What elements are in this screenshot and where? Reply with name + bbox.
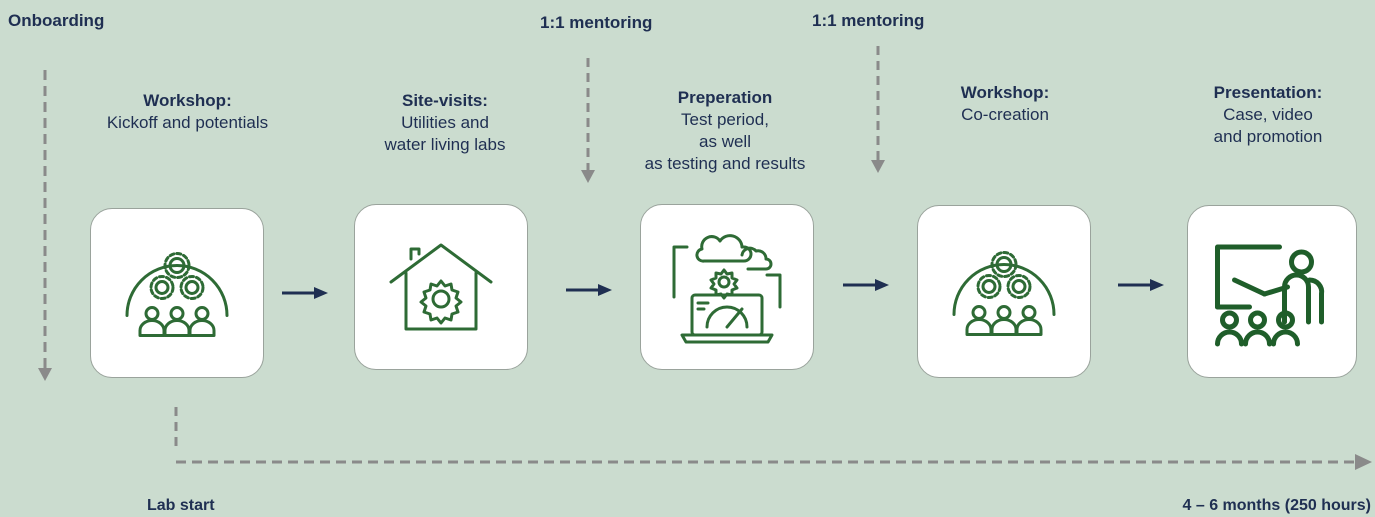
- stage-4-title: Workshop:: [960, 83, 1050, 102]
- stage-1-desc: Kickoff and potentials: [106, 113, 269, 132]
- stage-3-desc-1: Test period,: [681, 110, 769, 129]
- onboarding-dashed-arrow: [38, 70, 52, 381]
- stage-5-title: Presentation:: [1213, 83, 1323, 102]
- mentoring-label-1: 1:1 mentoring: [540, 13, 653, 32]
- mentoring-dashed-arrow-2: [871, 46, 885, 173]
- stage-1-text: Workshop: Kickoff and potentials: [70, 90, 305, 134]
- stage-2-desc-1: Utilities and: [401, 113, 489, 132]
- mentoring-dashed-arrow-1: [581, 58, 595, 183]
- stage-3-card: [640, 204, 814, 370]
- flow-arrow-1: [282, 287, 328, 299]
- stage-5-card: [1187, 205, 1357, 378]
- stage-2-card: [354, 204, 528, 370]
- stage-2-text: Site-visits: Utilities and water living …: [345, 90, 545, 156]
- stage-1-title: Workshop:: [143, 91, 232, 110]
- lab-start-label: Lab start: [147, 497, 215, 514]
- team-gears-icon: [952, 250, 1056, 336]
- presenter-audience-icon: [1215, 244, 1325, 346]
- stage-2-desc-2: water living labs: [384, 135, 506, 154]
- flow-arrow-4: [1118, 279, 1164, 291]
- stage-4-card: [917, 205, 1091, 378]
- house-gear-icon: [389, 243, 493, 331]
- team-gears-icon: [125, 252, 229, 337]
- flow-arrow-3: [843, 279, 889, 291]
- stage-5-text: Presentation: Case, video and promotion: [1168, 82, 1368, 148]
- mentoring-label-2: 1:1 mentoring: [812, 11, 925, 30]
- stage-2-title: Site-visits:: [402, 91, 488, 110]
- stage-3-title: Preperation: [677, 88, 773, 107]
- stage-4-desc: Co-creation: [961, 105, 1049, 124]
- stage-5-desc-1: Case, video: [1223, 105, 1313, 124]
- duration-label: 4 – 6 months (250 hours): [1182, 497, 1372, 514]
- onboarding-label: Onboarding: [8, 11, 105, 30]
- timeline-dashed-arrow: [176, 454, 1372, 470]
- stage-3-desc-3: as testing and results: [644, 154, 806, 173]
- stage-3-text: Preperation Test period, as well as test…: [605, 87, 845, 175]
- stage-1-card: [90, 208, 264, 378]
- stage-5-desc-2: and promotion: [1213, 127, 1323, 146]
- stage-3-desc-2: as well: [699, 132, 751, 151]
- stage-4-text: Workshop: Co-creation: [905, 82, 1105, 126]
- laptop-cloud-gear-icon: [672, 234, 782, 344]
- flow-arrow-2: [566, 284, 612, 296]
